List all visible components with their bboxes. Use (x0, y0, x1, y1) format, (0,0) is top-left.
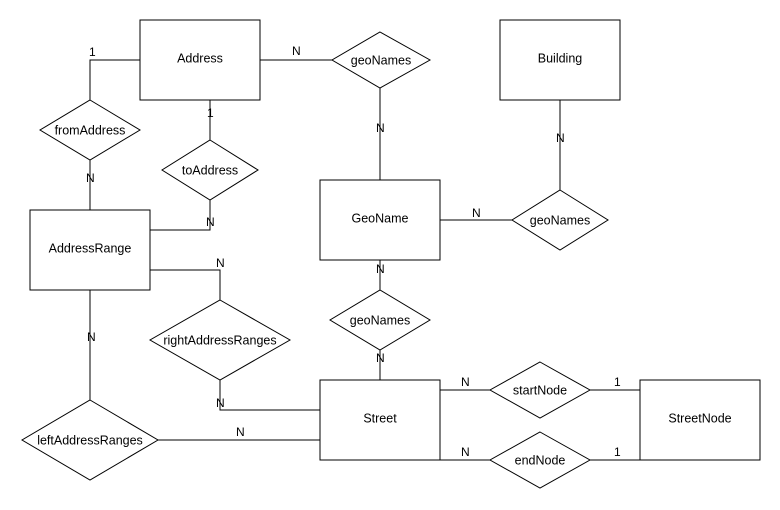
entity-addressrange-label: AddressRange (49, 242, 132, 256)
connectors (89, 59, 640, 461)
cardinality-geonames-geoname-top: N (376, 121, 385, 135)
cardinality-address-toaddress: 1 (207, 106, 214, 120)
cardinality-geonames-street: N (376, 351, 385, 365)
relationship-geonames-street[interactable]: geoNames (329, 289, 431, 351)
cardinality-labels: N N N N 1 N 1 N N N N N N N N 1 N 1 (86, 44, 621, 459)
relationship-startnode[interactable]: startNode (488, 361, 592, 419)
relationship-fromaddress[interactable]: fromAddress (39, 99, 141, 161)
edge-address-fromaddress (89, 59, 140, 100)
entity-building[interactable]: Building (499, 19, 621, 101)
cardinality-startnode-streetnode: 1 (614, 375, 621, 389)
cardinality-addressrange-leftaddressranges: N (87, 330, 96, 344)
relationship-leftaddressranges[interactable]: leftAddressRanges (21, 399, 159, 481)
cardinality-rightaddressranges-street: N (216, 396, 225, 410)
entity-addressrange[interactable]: AddressRange (29, 209, 151, 291)
entity-geoname-label: GeoName (352, 212, 409, 226)
relationship-endnode[interactable]: endNode (488, 431, 592, 489)
cardinality-addressrange-rightaddressranges: N (216, 256, 225, 270)
cardinality-geoname-geonames-bottom: N (376, 262, 385, 276)
relationship-fromaddress-label: fromAddress (55, 124, 126, 138)
relationship-geonames-street-label: geoNames (350, 314, 410, 328)
relationship-startnode-label: startNode (513, 384, 567, 398)
cardinality-address-fromaddress: 1 (89, 45, 96, 59)
edge-addressrange-rightaddressranges (150, 269, 221, 300)
relationship-geonames-address[interactable]: geoNames (331, 31, 432, 89)
cardinality-street-startnode: N (461, 375, 470, 389)
cardinality-fromaddress-addressrange: N (86, 171, 95, 185)
entity-address[interactable]: Address (139, 19, 261, 101)
relationship-rightaddressranges-label: rightAddressRanges (163, 334, 276, 348)
edge-toaddress-addressrange (150, 200, 211, 231)
cardinality-building-geonames: N (556, 131, 565, 145)
cardinality-endnode-streetnode: 1 (614, 445, 621, 459)
cardinality-street-endnode: N (461, 445, 470, 459)
entity-building-label: Building (538, 52, 583, 66)
relationship-geonames-building[interactable]: geoNames (511, 189, 609, 251)
relationship-geonames-address-label: geoNames (351, 54, 411, 68)
cardinality-geoname-geonames-right: N (472, 206, 481, 220)
entity-street[interactable]: Street (319, 379, 441, 461)
entity-address-label: Address (177, 52, 223, 66)
cardinality-toaddress-addressrange: N (206, 215, 215, 229)
edge-rightaddressranges-street (219, 380, 320, 411)
relationship-toaddress[interactable]: toAddress (161, 139, 259, 201)
relationship-rightaddressranges[interactable]: rightAddressRanges (148, 299, 292, 381)
cardinality-address-geonames: N (292, 44, 301, 58)
entity-streetnode-label: StreetNode (668, 412, 731, 426)
cardinality-leftaddressranges-street: N (236, 425, 245, 439)
relationship-geonames-building-label: geoNames (530, 214, 590, 228)
entity-street-label: Street (363, 412, 397, 426)
relationship-endnode-label: endNode (515, 454, 566, 468)
relationship-toaddress-label: toAddress (182, 164, 238, 178)
entity-geoname[interactable]: GeoName (319, 179, 441, 261)
entity-streetnode[interactable]: StreetNode (639, 379, 761, 461)
relationship-leftaddressranges-label: leftAddressRanges (37, 434, 143, 448)
